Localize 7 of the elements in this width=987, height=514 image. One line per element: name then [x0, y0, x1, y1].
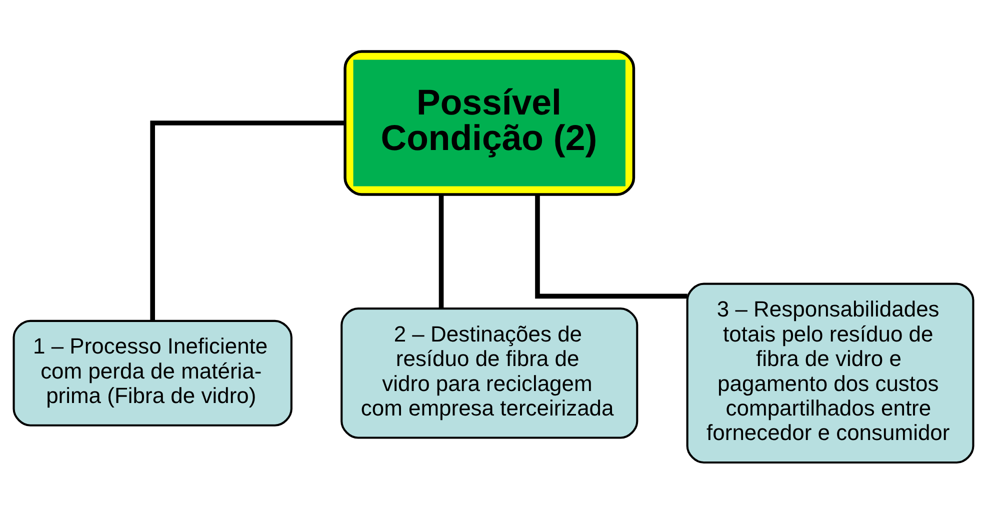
- connector: [438, 194, 444, 308]
- connector: [535, 194, 688, 299]
- node-box: 3 – Responsabilidades totais pelo resíduo de fibra de vidro e pagamento dos custos compartilhados entre fornecedor e consumidor: [686, 282, 974, 464]
- node-box: Possível Condição (2): [344, 50, 636, 196]
- node-box: 1 – Processo Ineficiente com perda de matéria-prima (Fibra de vidro): [12, 320, 292, 426]
- node-box: 2 – Destinações de resíduo de fibra de vidro para reciclagem com empresa terceirizada: [340, 308, 638, 439]
- connector: [150, 120, 345, 321]
